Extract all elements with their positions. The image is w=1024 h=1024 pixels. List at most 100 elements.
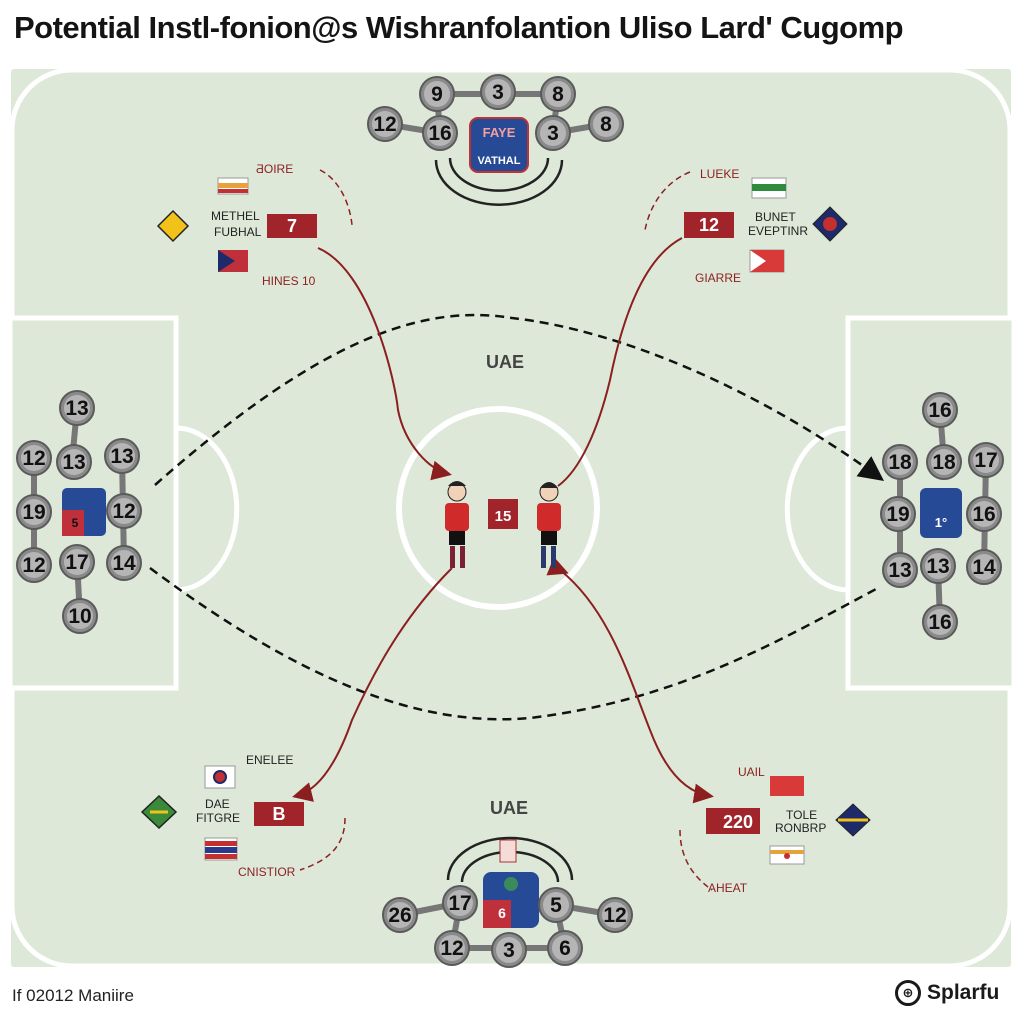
player-node: 13 [882,552,918,588]
top-player-nodes: 9 3 8 12 16 3 8 [367,74,624,151]
player-node: 12 [597,897,633,933]
player-number: 3 [492,81,504,104]
red-arrow-tl [317,247,452,481]
center-number-tag [488,499,518,529]
player-node: 3 [491,932,527,968]
player-node: 5 [538,887,574,923]
player-number: 16 [972,503,995,526]
player-node: 10 [62,598,98,634]
player-node: 14 [966,549,1002,585]
player-number: 14 [972,556,996,579]
player-number: 17 [974,449,997,472]
player-number: 12 [22,447,45,470]
player-node: 19 [880,496,916,532]
player-node: 12 [434,930,470,966]
right-team-shirt [920,488,962,538]
dashed-path-bottom [149,566,879,721]
info-bl-label-bottom: CNISTIOR [238,865,296,879]
player-number: 6 [559,937,571,960]
player-number: 5 [550,894,562,917]
info-tl-label-mid2: FUBHAL [214,225,262,239]
player-number: 10 [68,605,91,628]
info-br-tag: 220 [723,812,753,832]
player-number: 9 [431,83,443,106]
left-shirt-number: 5 [72,516,79,530]
info-tr-label-top: LUEKE [700,167,739,181]
player-number: 13 [888,559,911,582]
info-br-label-top: UAIL [738,765,765,779]
info-bl-label-mid1: DAE [205,797,230,811]
player-node: 12 [16,440,52,476]
brand-logo-icon: ⊕ [895,980,921,1006]
info-tl-label-mid1: METHEL [211,209,260,223]
red-arrow-br [559,569,714,804]
player-node: 12 [367,106,403,142]
info-tl-label-top: ƋOIRE [256,162,293,176]
center-circle [396,406,600,610]
red-arrow-bl [292,567,453,802]
player-node: 19 [16,494,52,530]
player-number: 12 [112,500,135,523]
footer-brand-text: Splarfu [927,981,1000,1004]
info-bottom-left: B ENELEE DAE FITGRE CNISTIOR [140,753,304,879]
player-node: 16 [922,392,958,428]
footer-credit: If 02012 Maniire [12,986,134,1005]
player-number: 13 [926,555,949,578]
player-node: 13 [104,438,140,474]
player-number: 8 [600,113,612,136]
info-tr-tag: 12 [699,215,719,235]
player-number: 12 [603,904,626,927]
player-number: 8 [552,83,564,106]
player-number: 12 [440,937,463,960]
info-tr-label-mid1: BUNET [755,210,796,224]
info-bl-label-mid2: FITGRE [196,811,240,825]
player-node: 13 [59,390,95,426]
top-team-banner [469,117,529,173]
player-node: 17 [968,442,1004,478]
red-arrow-br-back [546,556,569,576]
player-number: 13 [65,397,88,420]
player-number: 17 [65,551,88,574]
player-node: 9 [419,76,455,112]
player-node: 12 [16,547,52,583]
player-number: 26 [388,904,411,927]
info-bl-tag: B [273,804,286,824]
player-number: 19 [22,501,45,524]
player-number: 12 [22,554,45,577]
bottom-banner-number: 6 [498,905,506,921]
dashed-path-top [154,313,885,486]
left-player-nodes: 13 12 13 13 19 12 12 17 14 10 [16,390,142,634]
info-bl-label-top: ENELEE [246,753,293,767]
center-player-right [537,482,561,568]
player-node: 13 [920,548,956,584]
player-number: 14 [112,552,136,575]
player-node: 3 [535,115,571,151]
player-node: 13 [56,444,92,480]
footer-brand: ⊕ Splarfu [895,980,999,1006]
player-number: 16 [928,399,951,422]
center-number-tag-text: 15 [495,508,512,525]
center-label: UAE [486,352,524,372]
player-node: 14 [106,545,142,581]
right-shirt-number: 1° [935,515,947,530]
top-banner-line2: VATHAL [478,155,521,167]
player-node: 12 [106,493,142,529]
player-number: 18 [888,451,912,474]
player-node: 18 [926,444,962,480]
red-arrow-tr [557,237,683,487]
info-bottom-right: 220 UAIL TOLE RONBRP AHEAT [706,765,871,895]
info-tr-label-bottom: GIARRE [695,271,741,285]
player-node: 16 [966,496,1002,532]
player-node: 16 [422,115,458,151]
bottom-label: UAE [490,798,528,818]
info-tr-label-mid2: EVEPTINR [748,224,808,238]
player-number: 12 [373,113,396,136]
info-tl-tag: 7 [287,216,297,236]
player-number: 13 [62,451,85,474]
player-node: 3 [480,74,516,110]
player-number: 16 [928,611,951,634]
left-penalty-arc [175,425,240,593]
player-number: 3 [547,122,559,145]
player-node: 26 [382,897,418,933]
